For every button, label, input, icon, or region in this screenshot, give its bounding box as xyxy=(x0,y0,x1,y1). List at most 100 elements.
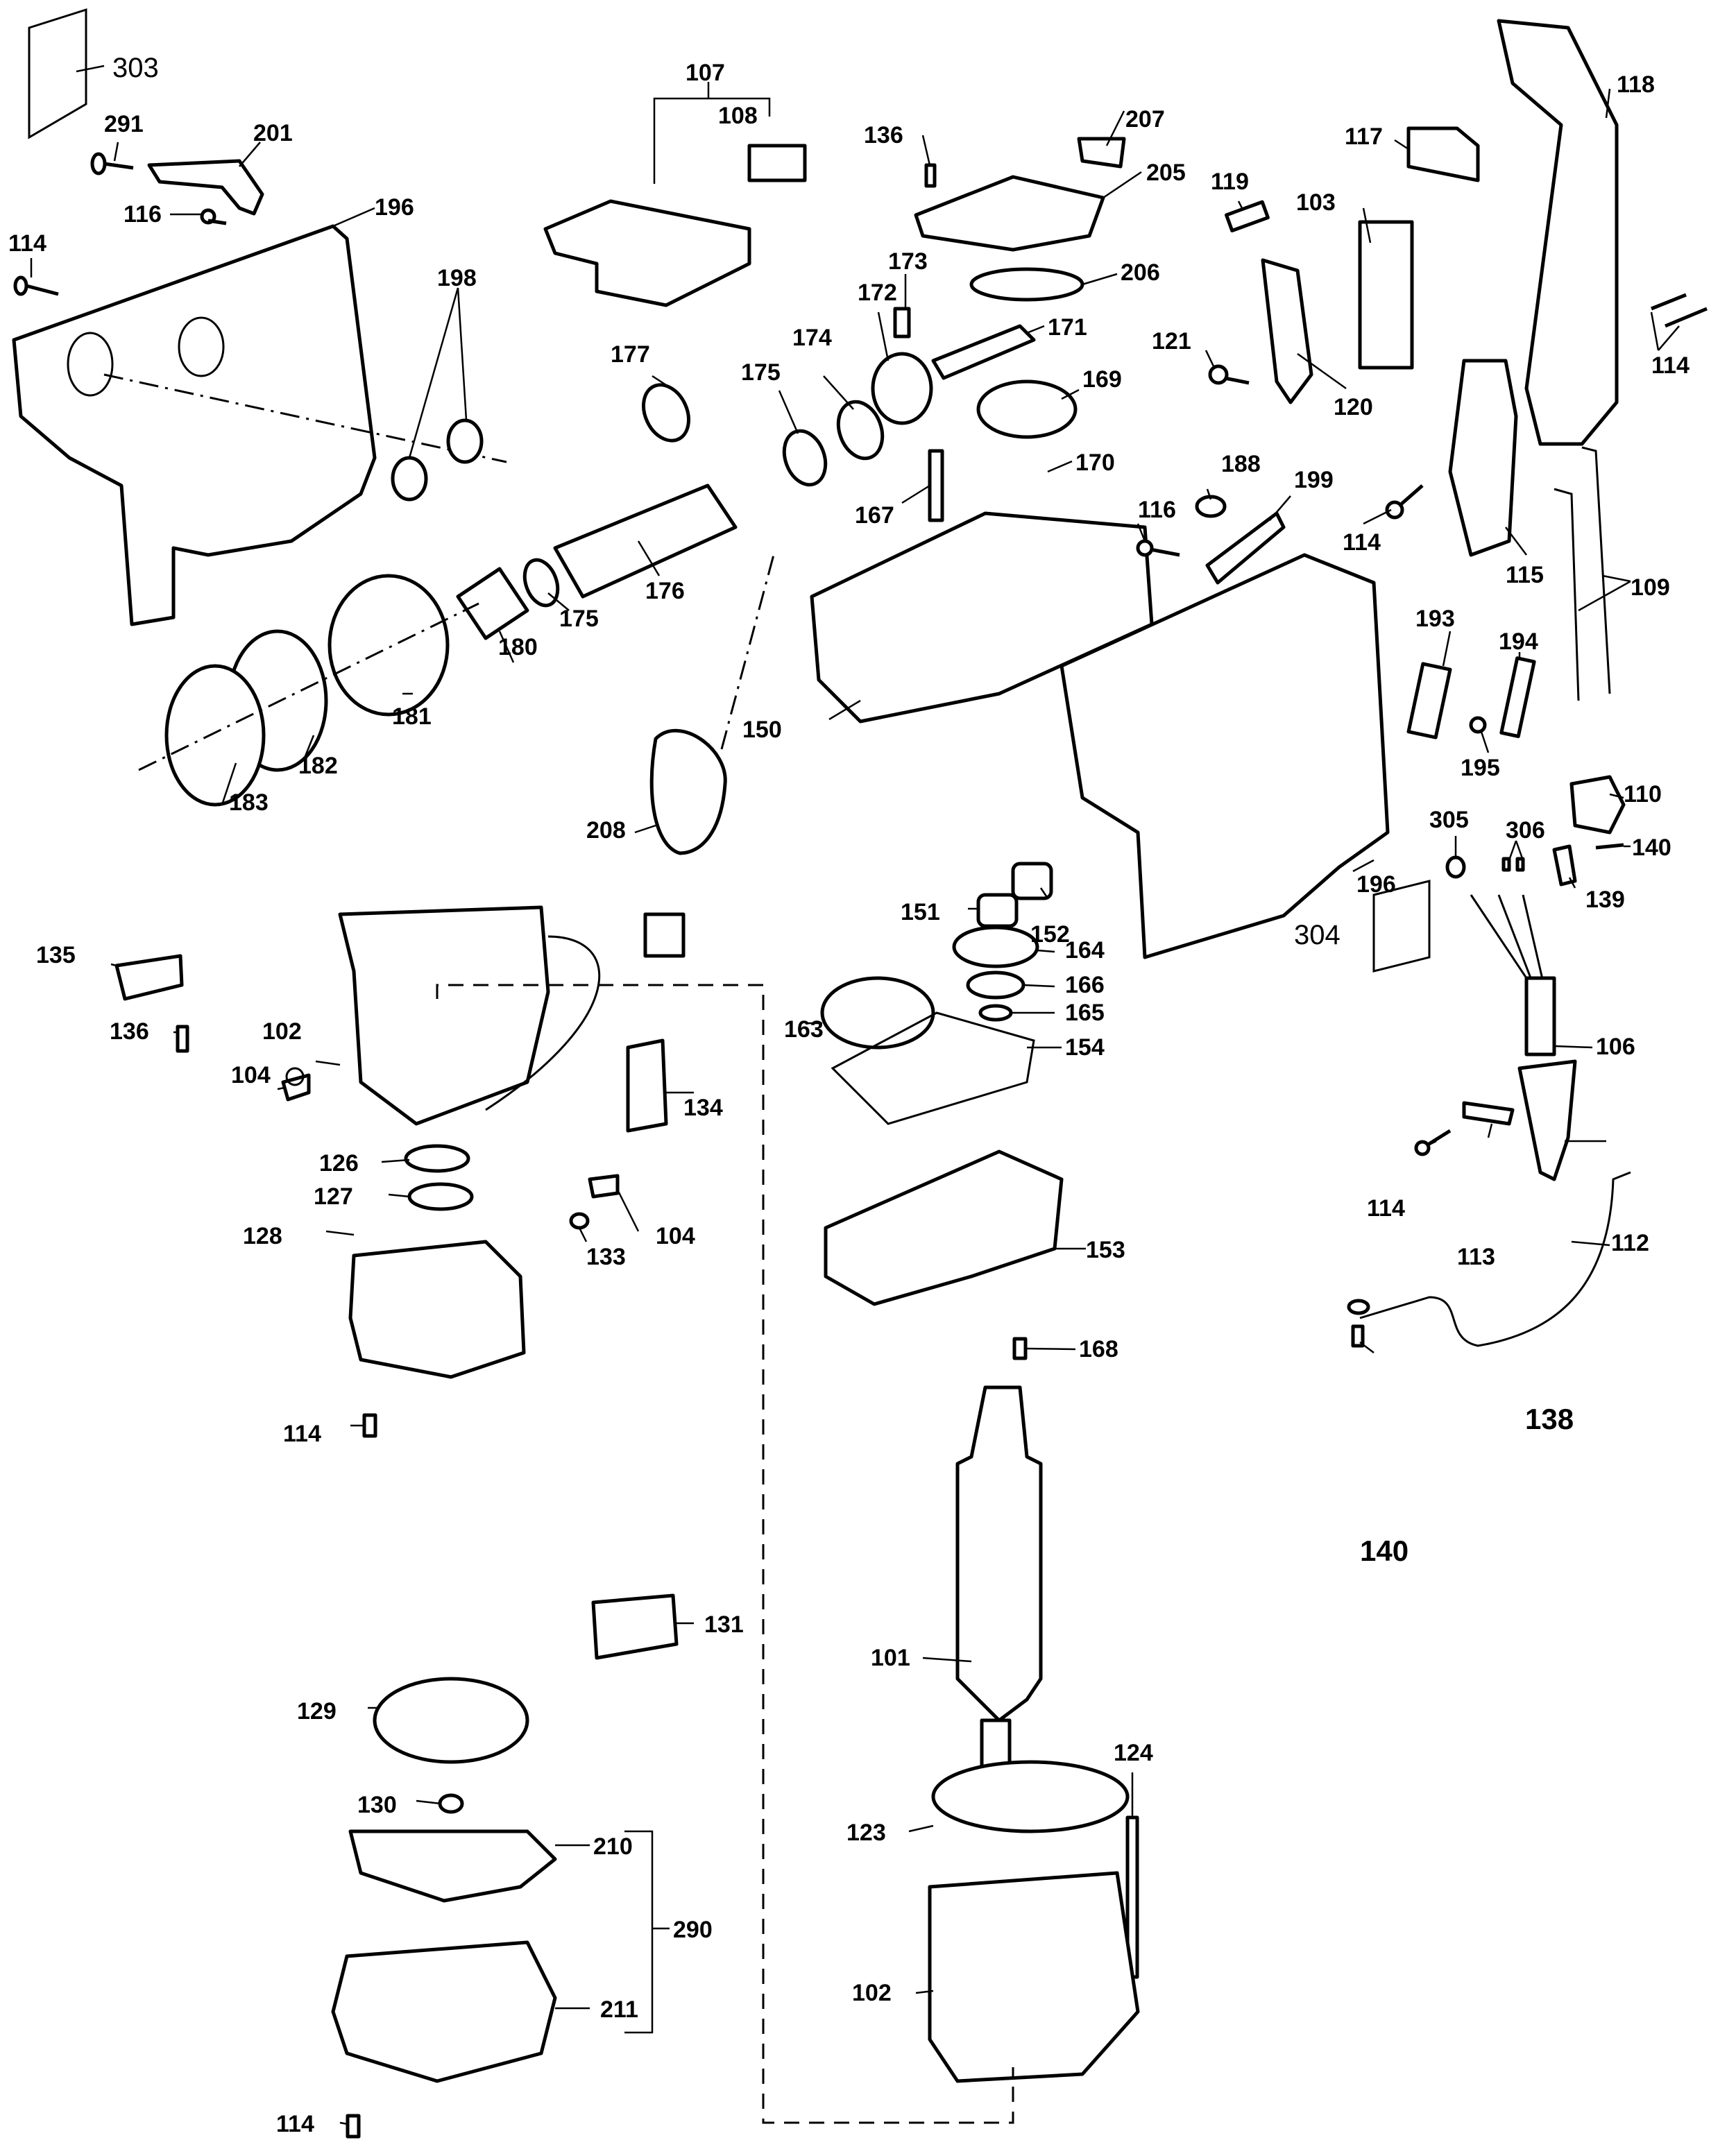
part-174-spring-ring xyxy=(836,400,885,461)
part-114-screw xyxy=(346,2114,361,2139)
label-166: 166 xyxy=(1065,972,1105,998)
part-102-lead-wire xyxy=(485,935,601,1111)
label-114: 114 xyxy=(276,2111,314,2137)
label-136: 136 xyxy=(864,122,903,148)
part-198-seal xyxy=(391,456,428,502)
label-303: 303 xyxy=(112,53,159,83)
part-131-cover xyxy=(591,1593,679,1660)
part-108-connector xyxy=(747,144,807,182)
label-291: 291 xyxy=(104,111,144,137)
label-123: 123 xyxy=(846,1820,886,1846)
label-305: 305 xyxy=(1429,807,1469,833)
part-172-piston xyxy=(871,352,933,425)
label-167: 167 xyxy=(855,502,894,529)
label-140: 140 xyxy=(1632,835,1671,861)
label-199: 199 xyxy=(1294,467,1334,493)
part-165-washer xyxy=(978,1004,1013,1022)
label-121: 121 xyxy=(1152,328,1191,354)
label-168: 168 xyxy=(1079,1336,1118,1362)
part-305-terminal xyxy=(1445,855,1466,879)
part-116-screw xyxy=(200,208,227,225)
part-106-cord-sheath xyxy=(1524,976,1556,1056)
part-171-connecting-rod xyxy=(931,324,1036,380)
part-169-gear xyxy=(976,379,1078,439)
motor-assembly-group-boundary xyxy=(436,984,1014,2124)
label-113: 113 xyxy=(1457,1244,1495,1270)
label-174: 174 xyxy=(792,325,832,351)
part-152-bearing xyxy=(1011,862,1053,900)
label-195: 195 xyxy=(1461,755,1500,781)
label-119: 119 xyxy=(1211,169,1249,195)
label-172: 172 xyxy=(858,280,897,306)
part-168-screw xyxy=(1012,1337,1028,1360)
part-134-brush-holder xyxy=(626,1038,668,1133)
part-196-housing-left xyxy=(12,224,377,626)
part-120-trigger xyxy=(1261,258,1313,404)
label-104: 104 xyxy=(231,1062,271,1088)
axis-line xyxy=(138,602,479,771)
bracket-290 xyxy=(624,1830,654,2034)
label-109: 109 xyxy=(1631,574,1670,601)
axis-line xyxy=(720,554,775,750)
part-175-o-ring xyxy=(782,429,828,487)
part-210-baffle xyxy=(348,1829,557,1903)
label-134: 134 xyxy=(683,1095,723,1121)
part-194-strip xyxy=(1499,656,1536,739)
leader-lines xyxy=(30,65,1680,2125)
label-136: 136 xyxy=(110,1018,149,1045)
label-133: 133 xyxy=(586,1244,626,1270)
label-116: 116 xyxy=(124,201,162,228)
label-114: 114 xyxy=(1367,1195,1405,1222)
part-114-screw xyxy=(1651,293,1708,328)
part-153-gear-cover xyxy=(824,1149,1064,1306)
label-101: 101 xyxy=(871,1645,910,1671)
label-115: 115 xyxy=(1506,562,1544,588)
part-151-bearing xyxy=(976,893,1019,928)
part-114-screw xyxy=(13,275,59,296)
label-196: 196 xyxy=(1356,871,1396,898)
label-140: 140 xyxy=(1360,1534,1409,1567)
label-124: 124 xyxy=(1114,1740,1153,1766)
part-136-screw xyxy=(176,1025,189,1053)
part-118-handle xyxy=(1497,19,1619,446)
label-151: 151 xyxy=(901,899,940,925)
axis-line xyxy=(103,373,507,463)
label-104: 104 xyxy=(656,1223,695,1249)
label-193: 193 xyxy=(1415,606,1455,632)
part-114-screw xyxy=(1385,484,1424,520)
part-181-tool-holder xyxy=(327,574,450,717)
label-188: 188 xyxy=(1221,451,1261,477)
label-206: 206 xyxy=(1121,259,1160,286)
label-114: 114 xyxy=(8,230,46,257)
part-103-switch xyxy=(1358,220,1414,370)
label-110: 110 xyxy=(1624,781,1662,807)
part-109-wire xyxy=(1581,446,1611,694)
part-117-bracket xyxy=(1406,126,1480,182)
part-107-switch-module xyxy=(543,199,751,307)
label-290: 290 xyxy=(673,1917,713,1943)
label-120: 120 xyxy=(1334,394,1373,420)
part-167-bolt xyxy=(928,449,944,522)
label-114: 114 xyxy=(283,1421,321,1447)
part-188-spring xyxy=(1195,495,1227,518)
part-154-gasket xyxy=(831,1011,1035,1125)
label-139: 139 xyxy=(1585,887,1625,913)
part-121-screw xyxy=(1208,364,1250,385)
housing-bearing-seat xyxy=(67,332,114,397)
label-163: 163 xyxy=(784,1016,824,1043)
label-118: 118 xyxy=(1617,71,1655,98)
label-152: 152 xyxy=(1030,921,1070,948)
label-194: 194 xyxy=(1499,628,1538,655)
label-183: 183 xyxy=(229,789,269,816)
part-102-field xyxy=(928,1871,1140,2083)
label-210: 210 xyxy=(593,1833,633,1860)
label-102: 102 xyxy=(852,1980,892,2006)
part-198-seal xyxy=(446,418,484,464)
label-153: 153 xyxy=(1086,1237,1125,1263)
part-291-screw xyxy=(90,152,134,176)
label-103: 103 xyxy=(1296,189,1336,216)
part-140-screw xyxy=(1595,843,1624,850)
label-196: 196 xyxy=(375,194,414,221)
label-170: 170 xyxy=(1075,450,1115,476)
part-104-brush-ring xyxy=(285,1067,305,1086)
